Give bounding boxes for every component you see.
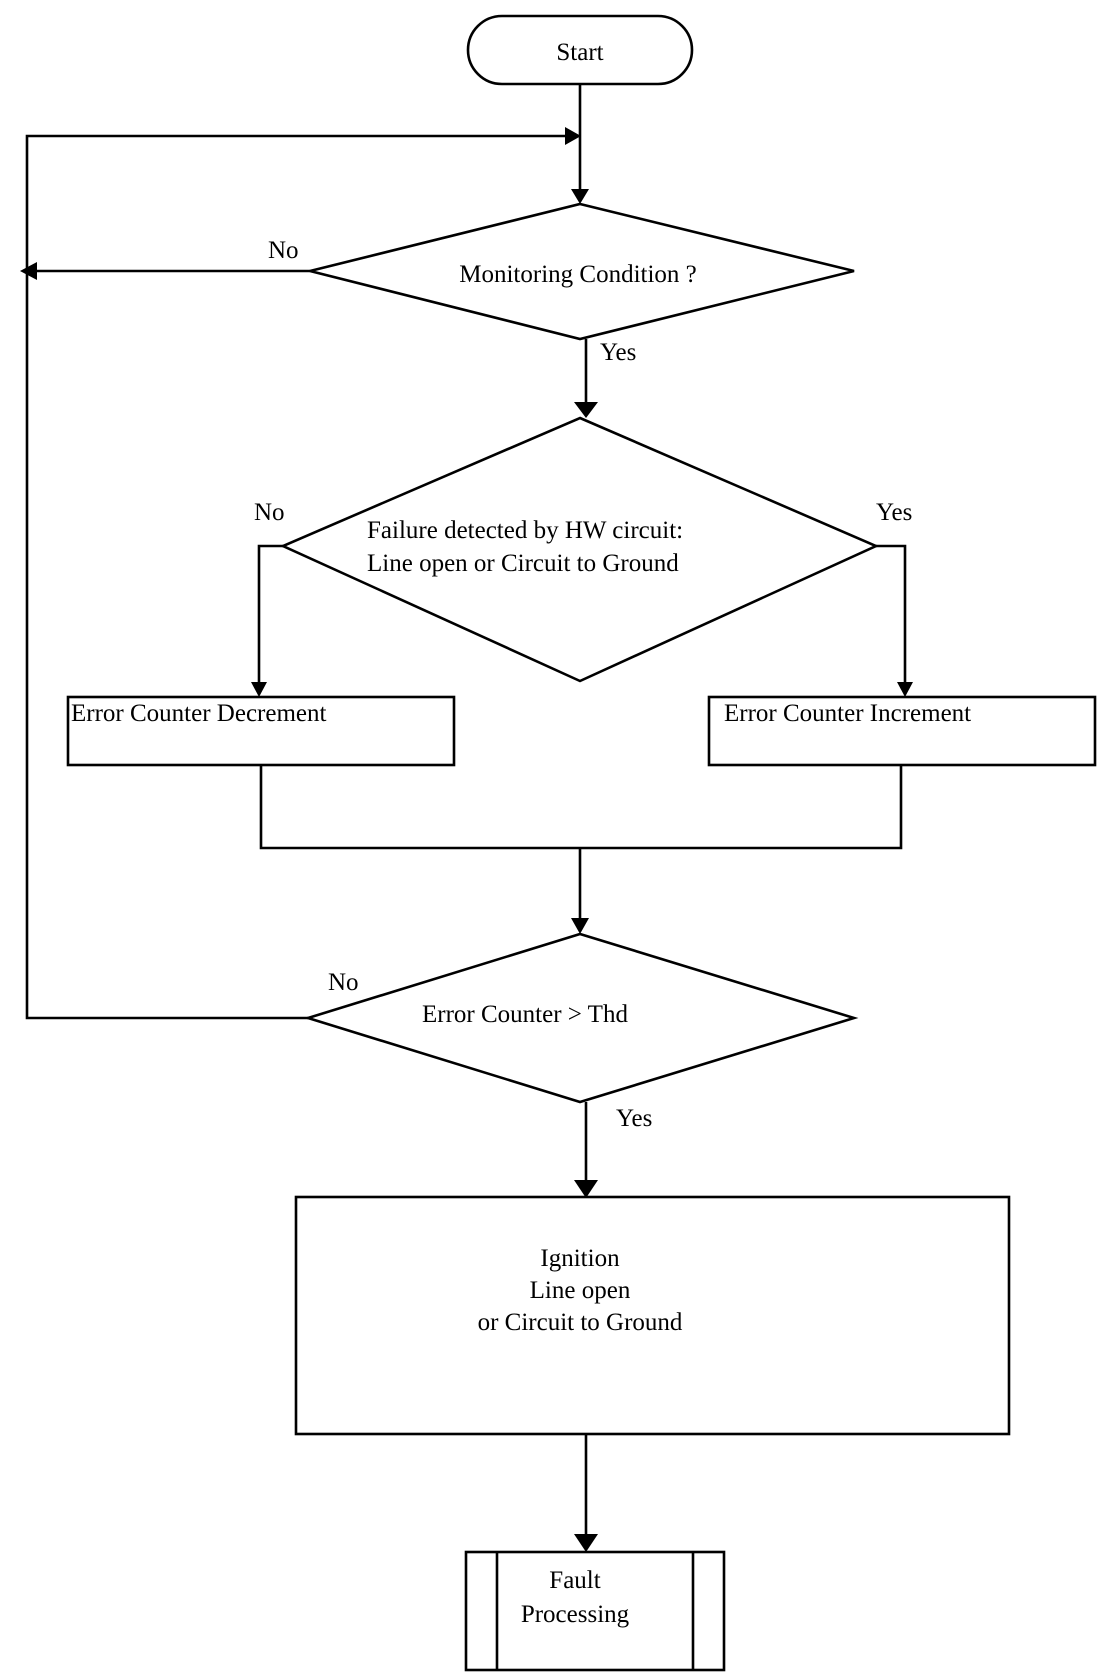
loop-back-line <box>25 134 566 1020</box>
failure-detected-decision <box>279 416 880 683</box>
fault-processing-line2: Processing <box>521 1601 630 1628</box>
ignition-result-line3: or Circuit to Ground <box>478 1309 683 1336</box>
failure-no-label: No <box>254 499 285 526</box>
ignition-result-box <box>294 1195 1011 1436</box>
ignition-result-line2: Line open <box>530 1277 631 1304</box>
failure-detected-line1: Failure detected by HW circuit: <box>367 517 683 544</box>
monitoring-yes-label: Yes <box>600 339 636 366</box>
error-counter-increment-label: Error Counter Increment <box>724 700 971 727</box>
threshold-decision <box>303 932 859 1104</box>
failure-no-line <box>257 544 283 684</box>
arrowhead-monitoring <box>571 189 589 204</box>
arrowhead-threshold-decision <box>571 918 589 934</box>
error-counter-decrement-box <box>66 695 456 767</box>
arrowhead-decrement <box>251 682 267 697</box>
monitoring-condition-decision <box>309 202 855 341</box>
fault-processing-box <box>464 1550 726 1672</box>
arrowhead-monitoring-no <box>20 262 37 280</box>
failure-yes-line <box>876 544 907 684</box>
failure-yes-label: Yes <box>876 499 912 526</box>
error-counter-decrement-label: Error Counter Decrement <box>71 700 326 727</box>
arrowhead-increment <box>897 682 913 697</box>
threshold-label: Error Counter > Thd <box>422 1001 628 1028</box>
threshold-no-label: No <box>328 969 359 996</box>
arrowhead-loop-back <box>565 127 581 145</box>
monitoring-condition-label: Monitoring Condition ? <box>459 261 697 288</box>
ignition-result-line1: Ignition <box>540 1245 620 1272</box>
monitoring-no-label: No <box>268 237 299 264</box>
threshold-yes-label: Yes <box>616 1105 652 1132</box>
failure-detected-line2: Line open or Circuit to Ground <box>367 550 679 577</box>
arrowhead-failure-decision <box>574 402 598 418</box>
error-counter-increment-box <box>707 695 1097 767</box>
arrowhead-result-box <box>574 1180 598 1198</box>
fault-processing-line1: Fault <box>549 1567 600 1594</box>
merge-line <box>259 765 903 850</box>
arrowhead-fault-processing <box>574 1534 598 1552</box>
start-label: Start <box>556 39 603 66</box>
